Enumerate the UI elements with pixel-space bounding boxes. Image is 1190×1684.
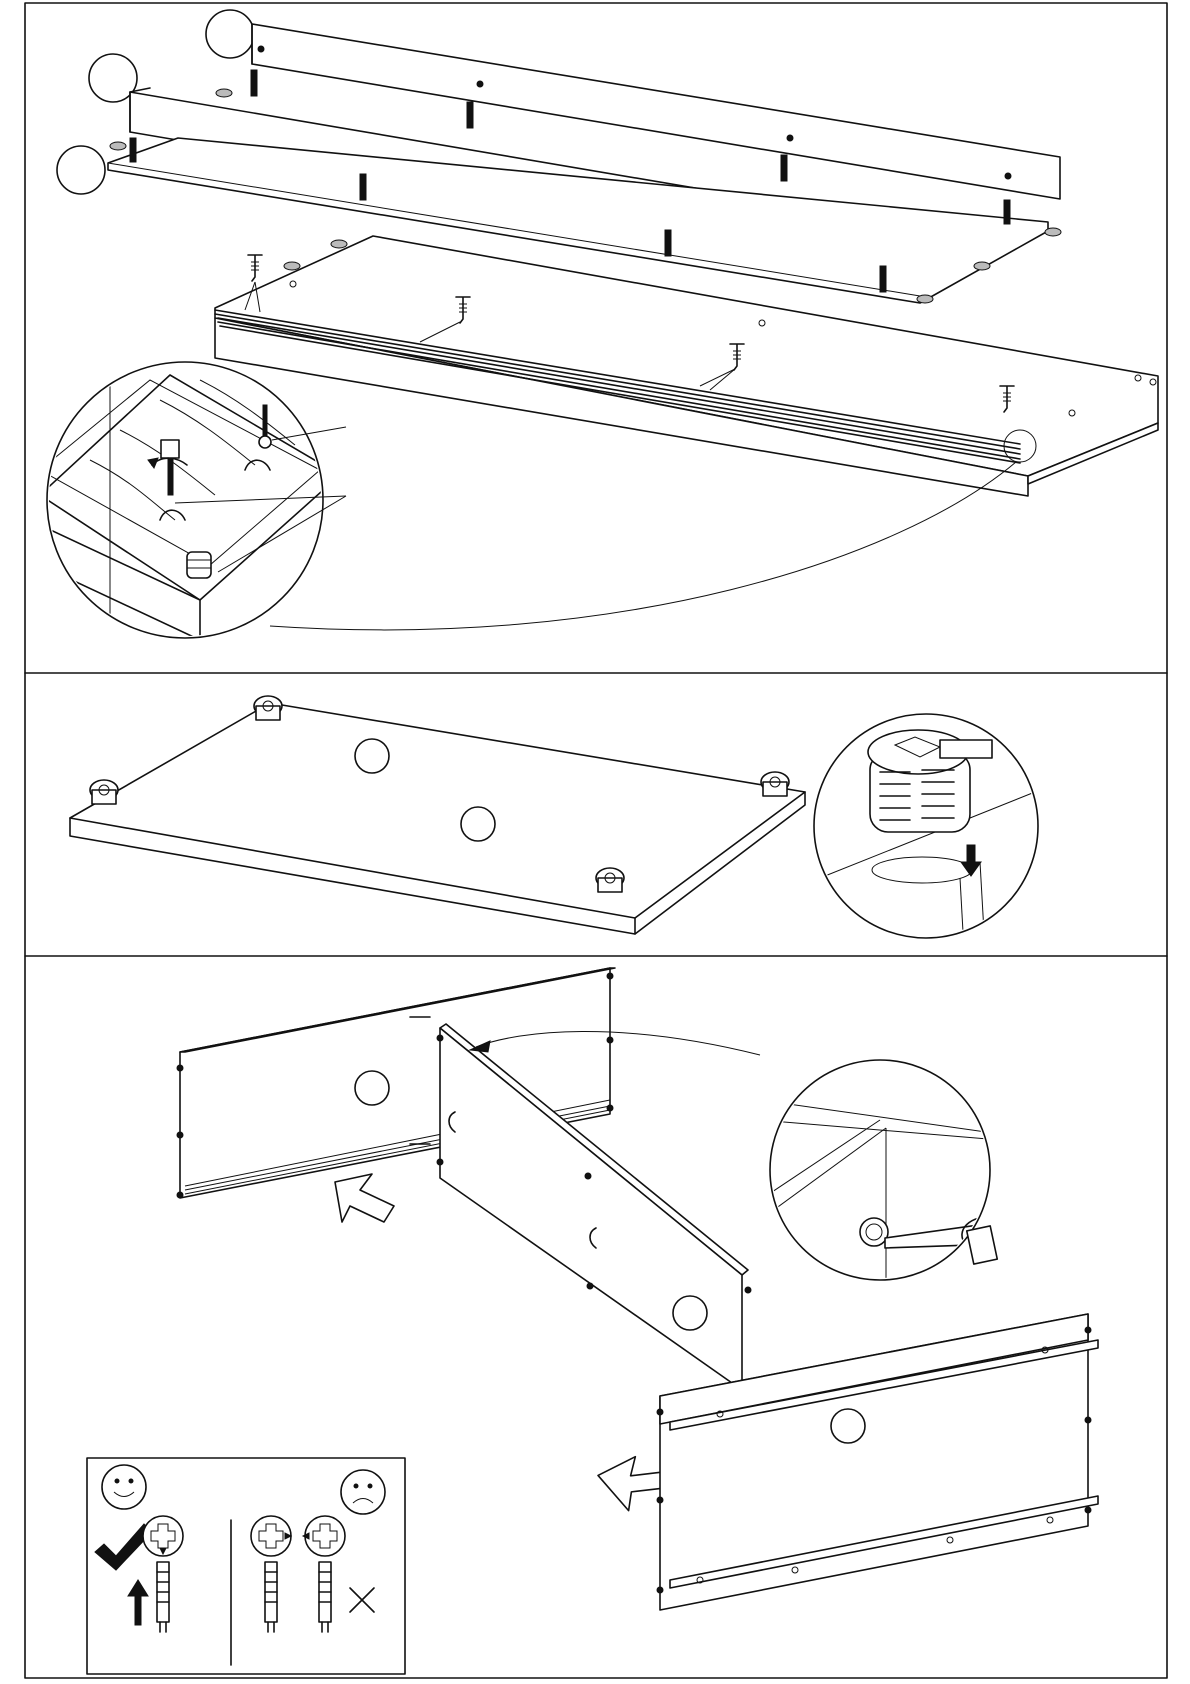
part-callout-circle [355, 739, 389, 773]
step-b-group [70, 696, 1050, 950]
step-a-group [40, 10, 1158, 640]
part-callout-circle [206, 10, 254, 58]
direction-arrow-icon [335, 1174, 394, 1222]
cam-disc-wrong-icon [251, 1516, 291, 1632]
direction-arrow-icon [596, 1452, 670, 1515]
cam-disc-wrong-icon [303, 1516, 345, 1632]
sad-face-icon [341, 1470, 385, 1514]
cam-lock-turn-detail-view [760, 1060, 1000, 1290]
cam-disc-correct-icon [143, 1516, 183, 1632]
part-callout-circle [461, 807, 495, 841]
cam-orientation-tip-box [87, 1458, 405, 1674]
cam-lock-housing-icon [254, 696, 282, 720]
bottom-panel-with-track [215, 236, 1158, 496]
panel-part [70, 703, 805, 934]
cross-icon [350, 1588, 374, 1612]
step-c-group [87, 968, 1098, 1674]
cam-lock-housing-icon [596, 868, 624, 892]
screw-icon [248, 255, 262, 281]
cam-lock-insert-detail-view [814, 714, 1050, 950]
part-callout-circle [57, 146, 105, 194]
cam-lock-housing-icon [761, 772, 789, 796]
smiley-face-icon [102, 1465, 146, 1509]
up-arrow-icon [128, 1580, 148, 1625]
cam-lock-housing-icon [90, 780, 118, 804]
